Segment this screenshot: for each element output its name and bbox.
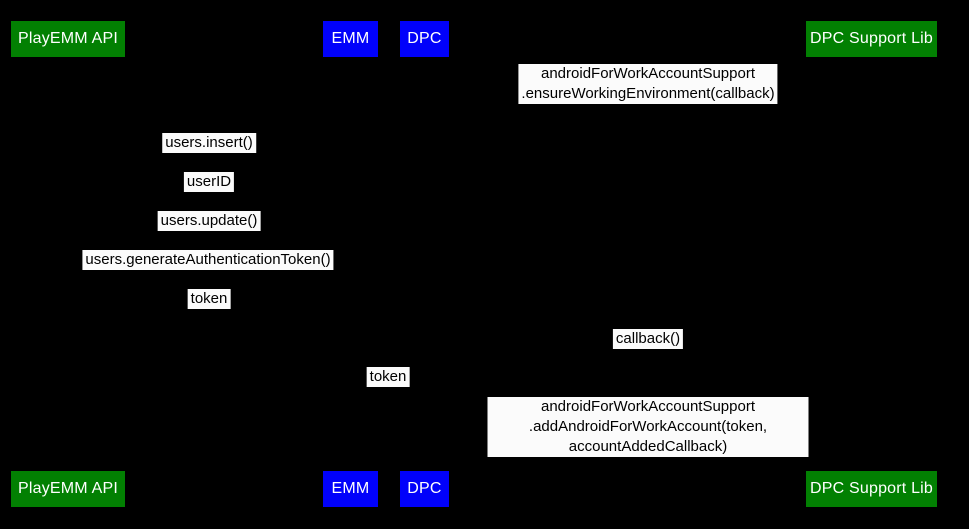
actor-dpc-bottom: DPC [400,471,449,507]
message-add-android-for-work-account: androidForWorkAccountSupport .addAndroid… [487,397,809,457]
message-ensure-working-environment: androidForWorkAccountSupport .ensureWork… [518,64,778,104]
actor-playemm-api-top: PlayEMM API [11,21,125,57]
actor-dpc-support-lib-top: DPC Support Lib [806,21,937,57]
message-users-update: users.update() [157,211,261,231]
actor-emm-top: EMM [323,21,378,57]
message-userid: userID [183,172,235,192]
actor-dpc-top: DPC [400,21,449,57]
message-token-to-playemm: token [187,289,231,309]
message-users-generate-authentication-token: users.generateAuthenticationToken() [82,250,334,270]
actor-dpc-support-lib-bottom: DPC Support Lib [806,471,937,507]
actor-playemm-api-bottom: PlayEMM API [11,471,125,507]
message-users-insert: users.insert() [162,133,256,153]
message-token-to-dpc: token [366,367,410,387]
message-callback: callback() [612,329,684,349]
actor-emm-bottom: EMM [323,471,378,507]
